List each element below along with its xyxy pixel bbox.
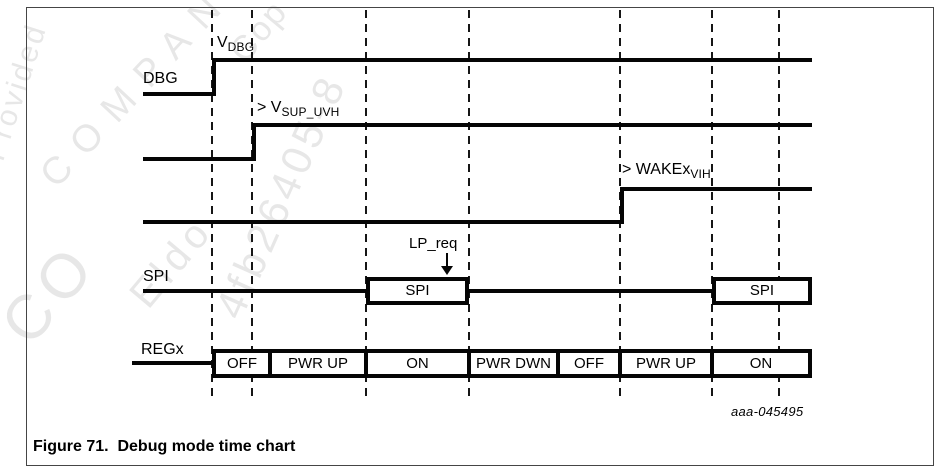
vsup-high-segment xyxy=(252,123,812,127)
vsup-threshold-sub: SUP_UVH xyxy=(281,105,340,119)
regx-lead-segment xyxy=(132,361,216,365)
regx-state-row: OFF PWR UP ON PWR DWN OFF PWR UP ON xyxy=(212,349,812,378)
regx-state-on-2: ON xyxy=(749,355,773,372)
wake-low-segment xyxy=(143,220,624,224)
figure-caption: Figure 71. Debug mode time chart xyxy=(33,438,296,455)
regx-divider-6 xyxy=(710,353,714,374)
vsup-threshold-main: > V xyxy=(257,99,282,116)
dbg-signal-label: DBG xyxy=(143,70,178,87)
spi-signal-label: SPI xyxy=(143,268,169,285)
time-marker-6 xyxy=(711,10,713,396)
figure-reference-id: aaa-045495 xyxy=(731,404,804,419)
wake-threshold-sub: VIH xyxy=(690,167,711,181)
dbg-high-segment xyxy=(212,58,812,62)
dbg-threshold-sub: DBG xyxy=(227,40,255,54)
watermark-text-provided: Provided xyxy=(0,19,54,165)
spi-bus-segment-2 xyxy=(465,289,716,293)
vsup-rising-edge xyxy=(252,123,256,161)
watermark-text-company: COMPANY xyxy=(32,0,269,196)
time-marker-2 xyxy=(251,10,253,396)
vsup-threshold-label: > VSUP_UVH xyxy=(257,99,340,120)
regx-state-on-1: ON xyxy=(406,355,429,372)
time-marker-1 xyxy=(211,10,213,396)
regx-state-off-2: OFF xyxy=(574,355,604,372)
regx-state-off-1: OFF xyxy=(227,355,257,372)
regx-divider-4 xyxy=(556,353,560,374)
vsup-low-segment xyxy=(143,157,256,161)
regx-divider-1 xyxy=(268,353,272,374)
dbg-threshold-label: VDBG xyxy=(217,34,255,55)
regx-divider-2 xyxy=(364,353,368,374)
wake-rising-edge xyxy=(620,187,624,224)
wake-threshold-main: > WAKEx xyxy=(622,161,691,178)
regx-signal-label: REGx xyxy=(141,341,184,358)
wake-threshold-label: > WAKExVIH xyxy=(622,161,711,182)
lp-req-arrow-line xyxy=(446,253,448,267)
time-marker-7 xyxy=(778,10,780,396)
spi-frame-box-1: SPI xyxy=(366,277,469,305)
lp-req-arrow-head-icon xyxy=(441,266,453,275)
dbg-low-segment xyxy=(143,92,216,96)
spi-frame-box-2: SPI xyxy=(712,277,812,305)
lp-req-annotation: LP_req xyxy=(409,235,458,252)
regx-divider-3 xyxy=(467,353,471,374)
time-marker-3 xyxy=(365,10,367,396)
spi-bus-segment-1 xyxy=(143,289,370,293)
watermark-text-co: CO xyxy=(0,229,111,358)
regx-state-pwrdwn: PWR DWN xyxy=(476,355,551,372)
regx-state-pwrup-2: PWR UP xyxy=(636,355,696,372)
time-marker-4 xyxy=(468,10,470,396)
regx-divider-5 xyxy=(618,353,622,374)
regx-state-pwrup-1: PWR UP xyxy=(288,355,348,372)
wake-high-segment xyxy=(620,187,812,191)
dbg-threshold-main: V xyxy=(217,34,228,51)
dbg-rising-edge xyxy=(212,58,216,96)
